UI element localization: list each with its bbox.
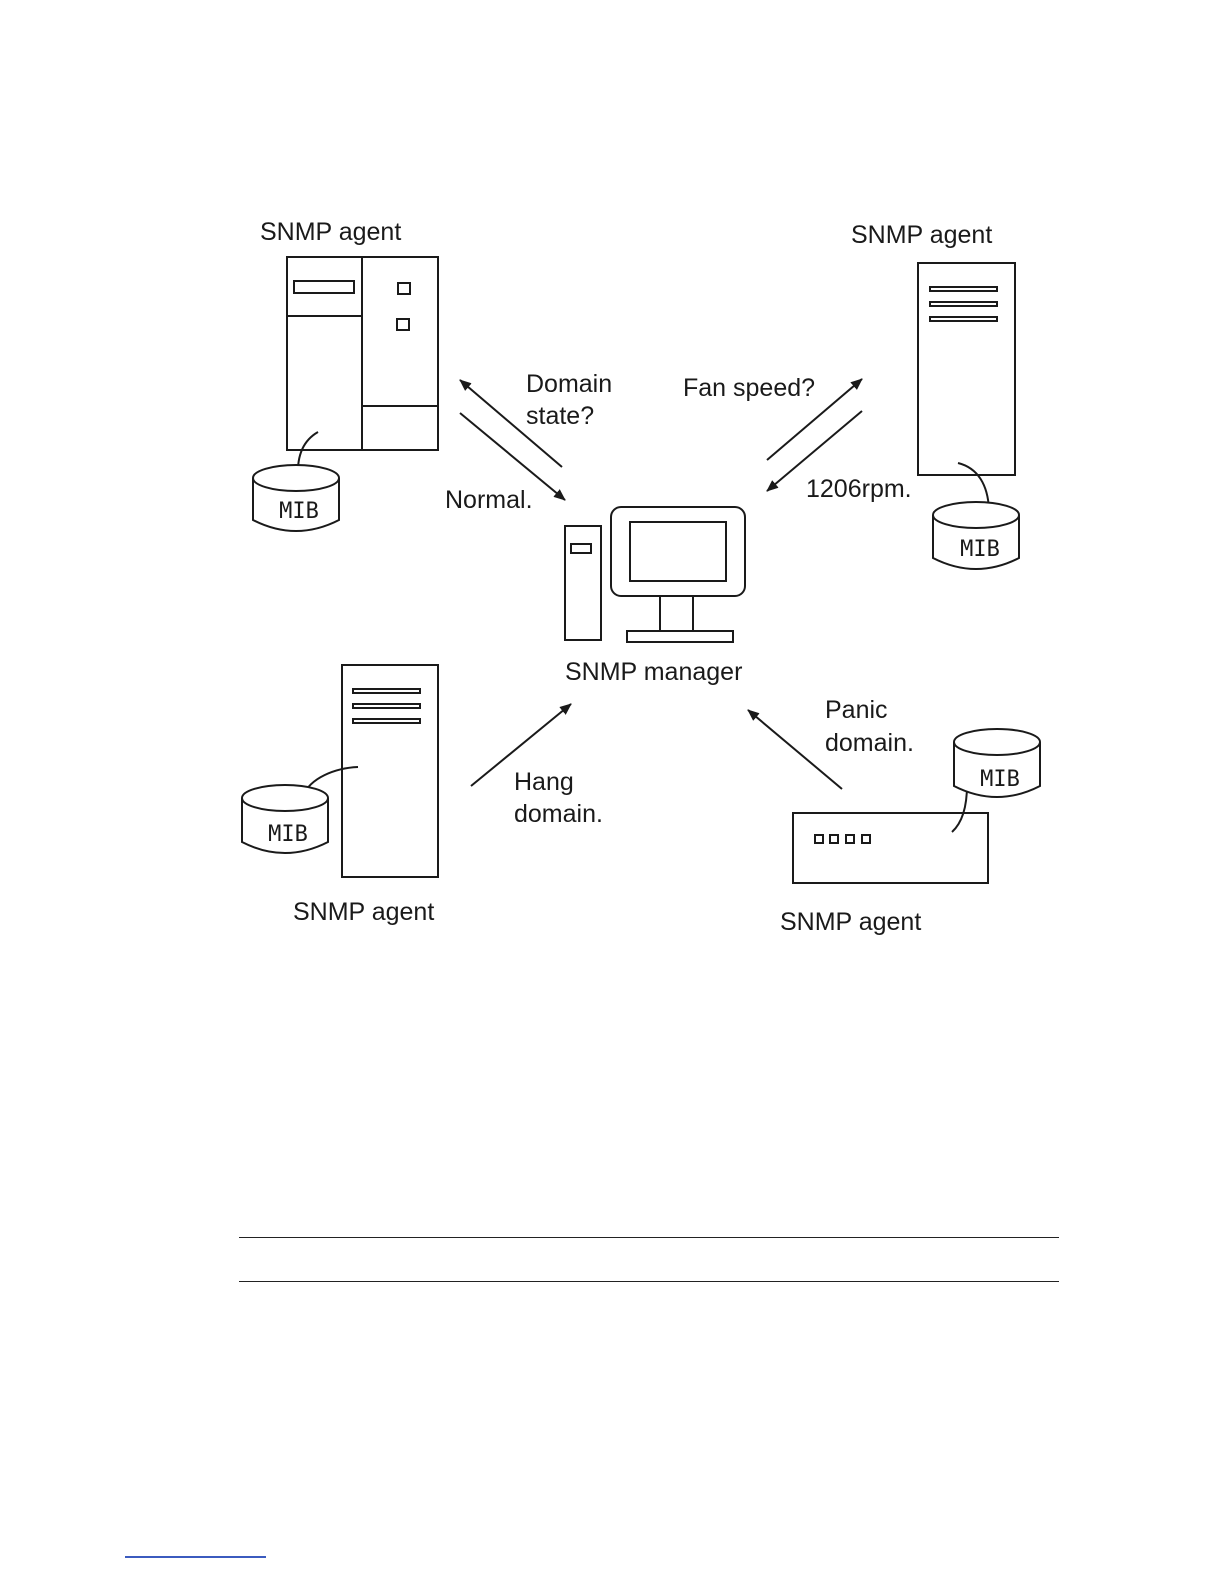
computer-icon: [565, 507, 745, 642]
message-fan-speed: Fan speed?: [683, 374, 815, 402]
message-normal: Normal.: [445, 486, 533, 514]
footer-accent-bar: [125, 1556, 266, 1558]
mib-database-icon: MIB: [954, 729, 1040, 797]
tower-server-icon: [342, 665, 438, 877]
message-domain-state-line2: state?: [526, 402, 594, 430]
message-hang-line2: domain.: [514, 800, 603, 828]
agent-label-top-left: SNMP agent: [260, 218, 401, 246]
manager-label: SNMP manager: [565, 658, 742, 686]
agent-label-bottom-right: SNMP agent: [780, 908, 921, 936]
tower-server-icon: [918, 263, 1015, 475]
divider-bottom: [239, 1281, 1059, 1282]
agent-label-top-right: SNMP agent: [851, 221, 992, 249]
message-panic-line2: domain.: [825, 729, 914, 757]
mib-label: MIB: [980, 767, 1020, 792]
mib-label: MIB: [268, 822, 308, 847]
message-panic-line1: Panic: [825, 696, 888, 724]
divider-top: [239, 1237, 1059, 1238]
mib-database-icon: MIB: [242, 785, 328, 853]
message-domain-state-line1: Domain: [526, 370, 612, 398]
message-fan-rpm: 1206rpm.: [806, 475, 912, 503]
agent-label-bottom-left: SNMP agent: [293, 898, 434, 926]
message-hang-line1: Hang: [514, 768, 574, 796]
mib-link-line: [952, 785, 967, 832]
server-cabinet-icon: [287, 257, 438, 450]
mib-label: MIB: [960, 537, 1000, 562]
mib-database-icon: MIB: [253, 465, 339, 531]
mib-database-icon: MIB: [933, 502, 1019, 569]
mib-label: MIB: [279, 499, 319, 524]
